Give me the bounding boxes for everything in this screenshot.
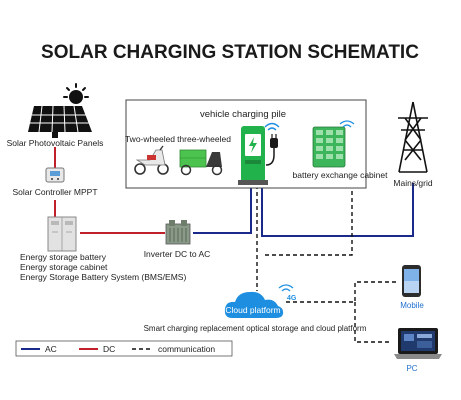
energy-storage-cabinet-icon	[47, 216, 77, 252]
solar-panels-label: Solar Photovoltaic Panels	[7, 138, 104, 148]
comm-line-cabinet	[262, 191, 353, 256]
comm-line-cloud-mobile	[286, 281, 398, 303]
mains-grid-label: Mains/grid	[393, 178, 432, 188]
ac-line-inverter-pile	[193, 185, 252, 234]
cloud-4g-label: 4G	[287, 295, 297, 302]
comm-line-cloud-pc	[354, 302, 392, 343]
page-title: SOLAR CHARGING STATION SCHEMATIC	[41, 42, 419, 63]
two-wheeled-label: Two-wheeled	[125, 134, 175, 144]
legend-dc-label: DC	[103, 344, 115, 354]
charging-pile-icon	[238, 126, 268, 185]
solar-panel-icon	[28, 83, 92, 138]
pc-label: PC	[406, 364, 417, 373]
power-tower-icon	[398, 101, 428, 173]
cabinet-wifi-icon	[339, 120, 355, 128]
ac-line-mains-pile	[261, 183, 414, 237]
cloud-icon	[224, 291, 284, 318]
storage-cabinet-label: Energy storage cabinet	[20, 262, 108, 272]
legend: AC DC communication	[15, 340, 233, 357]
mobile-phone-icon	[402, 265, 421, 297]
legend-comm-label: communication	[158, 344, 215, 354]
laptop-icon	[394, 328, 442, 359]
charging-plug-icon	[265, 134, 278, 166]
inverter-label: Inverter DC to AC	[144, 249, 211, 259]
tricycle-icon	[179, 149, 223, 176]
legend-box	[15, 340, 233, 357]
three-wheeled-label: three-wheeled	[177, 134, 231, 144]
storage-system-label: Energy Storage Battery System (BMS/EMS)	[20, 272, 186, 282]
mobile-label: Mobile	[400, 301, 424, 310]
inverter-icon	[165, 220, 191, 245]
battery-exchange-cabinet-icon	[312, 126, 346, 168]
platform-caption: Smart charging replacement optical stora…	[144, 324, 367, 333]
battery-cabinet-label: battery exchange cabinet	[293, 170, 389, 180]
vehicle-pile-label: vehicle charging pile	[200, 109, 286, 120]
solar-controller-label: Solar Controller MPPT	[12, 187, 97, 197]
scooter-icon	[134, 145, 169, 175]
legend-ac-label: AC	[45, 344, 57, 354]
cloud-platform-label: Cloud platform	[225, 305, 280, 315]
solar-controller-icon	[45, 167, 65, 183]
wifi-signal-icon	[264, 122, 280, 131]
storage-battery-label: Energy storage battery	[20, 252, 107, 262]
cloud-signal-icon	[278, 284, 294, 292]
